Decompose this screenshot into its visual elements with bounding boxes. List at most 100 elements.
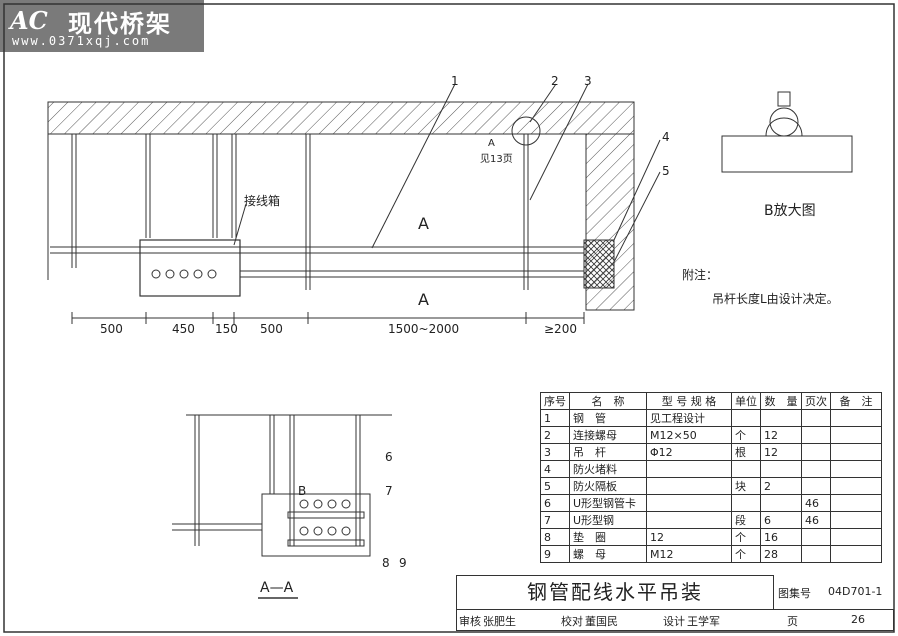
dim-1500-2000: 1500~2000 (388, 322, 460, 336)
table-header: 序号 名 称 型 号 规 格 单位 数 量 页次 备 注 (540, 392, 882, 410)
cell: 个 (731, 545, 761, 563)
cell (801, 528, 831, 546)
detail-b-drawing (721, 91, 853, 173)
cell: 见工程设计 (646, 409, 732, 427)
cell: 个 (731, 426, 761, 444)
cell: 2 (760, 477, 802, 495)
callout-6: 6 (385, 450, 393, 464)
review-label: 审核 (459, 615, 481, 628)
fire-barrier (583, 239, 615, 289)
cell: M12×50 (646, 426, 732, 444)
col-unit: 单位 (731, 392, 761, 410)
logo-brand: 现代桥架 (68, 10, 172, 38)
cell (830, 528, 882, 546)
section-conduit (172, 523, 262, 531)
callout-9: 9 (399, 556, 407, 570)
detail-ref-a: A (488, 138, 495, 149)
dimension-line (71, 312, 585, 324)
check-label: 校对 (561, 615, 583, 628)
cell (731, 494, 761, 512)
notes-text: 吊杆长度L由设计决定。 (712, 292, 839, 306)
dim-150: 150 (215, 322, 238, 336)
cell: U形型钢管卡 (569, 494, 647, 512)
cell: 4 (540, 460, 570, 478)
callout-7: 7 (385, 484, 393, 498)
cell: 吊 杆 (569, 443, 647, 461)
dim-500-a: 500 (100, 322, 123, 336)
cell (801, 409, 831, 427)
title-block: 钢管配线水平吊装 图集号 04D701-1 审核 张肥生 校对 董国民 设计 王… (456, 575, 894, 631)
callout-4: 4 (662, 130, 670, 144)
detail-mark-b: B (298, 484, 307, 498)
notes-heading: 附注： (682, 268, 719, 282)
checker-name: 董国民 (585, 615, 618, 628)
cell (801, 443, 831, 461)
cell: 块 (731, 477, 761, 495)
cell: 9 (540, 545, 570, 563)
cell (830, 443, 882, 461)
cell (801, 545, 831, 563)
logo: AC 现代桥架 www.0371xqj.com (0, 0, 204, 52)
reviewer-name: 张肥生 (483, 615, 516, 628)
cell: 段 (731, 511, 761, 529)
callout-5: 5 (662, 164, 670, 178)
cell (731, 409, 761, 427)
cell: 连接螺母 (569, 426, 647, 444)
cell (830, 409, 882, 427)
cell (646, 511, 732, 529)
cell: 12 (760, 426, 802, 444)
cell: 防火堵料 (569, 460, 647, 478)
cell (830, 494, 882, 512)
callout-1: 1 (451, 74, 459, 88)
cell (830, 460, 882, 478)
conduit (50, 246, 584, 278)
cell: 6 (760, 511, 802, 529)
cell: 46 (801, 494, 831, 512)
junction-box (139, 239, 241, 297)
callout-2: 2 (551, 74, 559, 88)
cell (830, 426, 882, 444)
cell (760, 460, 802, 478)
cell (830, 477, 882, 495)
section-clamps (287, 499, 365, 547)
cell: M12 (646, 545, 732, 563)
atlas-label: 图集号 (778, 587, 811, 600)
leader-lines (233, 83, 661, 263)
design-label: 设计 (663, 615, 685, 628)
cell (646, 494, 732, 512)
ceiling-slab (47, 101, 635, 311)
detail-ref-note: 见13页 (480, 154, 513, 165)
cell (801, 426, 831, 444)
junction-box-label: 接线箱 (244, 194, 281, 208)
section-mark-top: A (418, 214, 429, 233)
cell: 3 (540, 443, 570, 461)
dim-200: ≥200 (544, 322, 577, 336)
cell (801, 460, 831, 478)
detail-circle-a (511, 116, 541, 146)
cell: Φ12 (646, 443, 732, 461)
section-title: A—A (260, 580, 294, 596)
cell: 2 (540, 426, 570, 444)
cell (830, 545, 882, 563)
cell (646, 460, 732, 478)
box-knockouts (151, 269, 217, 279)
dim-500-b: 500 (260, 322, 283, 336)
col-qty: 数 量 (760, 392, 802, 410)
cell (731, 460, 761, 478)
cell: 垫 圈 (569, 528, 647, 546)
page-label: 页 (787, 615, 798, 628)
section-rods (194, 415, 361, 546)
callout-8: 8 (382, 556, 390, 570)
col-spec: 型 号 规 格 (646, 392, 732, 410)
cell (801, 477, 831, 495)
cell: 12 (646, 528, 732, 546)
cell: 5 (540, 477, 570, 495)
dim-450: 450 (172, 322, 195, 336)
